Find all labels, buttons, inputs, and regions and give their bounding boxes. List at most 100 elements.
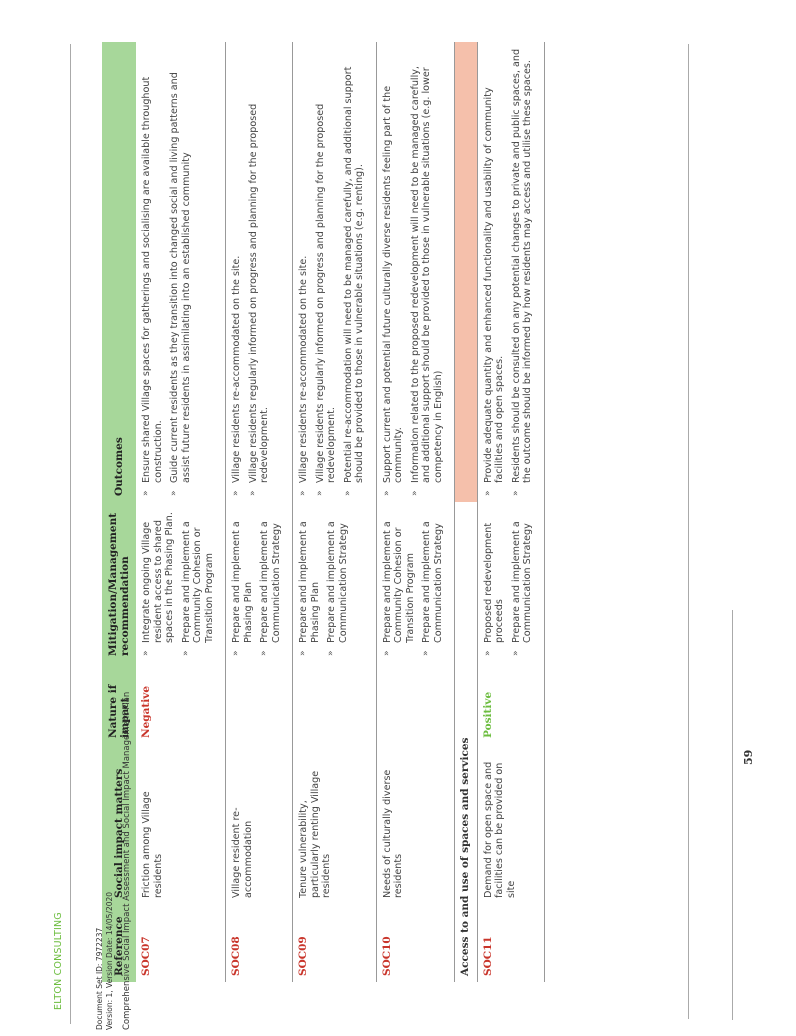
mitigation-list: » Prepare and implement a Phasing Plan»Pr… (298, 508, 349, 656)
row-matter: Village resident re-accommodation (225, 744, 293, 904)
row-outcomes: » Support current and potential future cu… (376, 42, 455, 502)
outcome-text: Village residents regularly informed on … (314, 103, 338, 483)
bullet-marker-icon: » (510, 490, 521, 496)
impact-table: Reference Social impact matters Nature i… (102, 42, 545, 982)
bullet-marker-icon: » (259, 650, 269, 656)
outcome-item: »Potential re-accommodation will need to… (343, 48, 366, 496)
mitigation-list: » Proposed redevelopment proceeds » Prepare… (483, 508, 534, 656)
outcome-item: » Residents should be consulted on any po… (511, 48, 534, 496)
bullet-marker-icon: » (180, 650, 191, 656)
outcome-list: » Ensure shared Village spaces for gather… (141, 48, 192, 496)
row-nature: Negative (136, 662, 226, 744)
row-mitigation: »Integrate ongoing Village resident acce… (136, 502, 226, 662)
row-reference: SOC09 (292, 904, 376, 982)
mitigation-item: » Prepare and implement a Communication S… (511, 508, 534, 656)
mitigation-item: » Prepare and implement a Phasing Plan (298, 508, 321, 656)
row-outcomes: » Ensure shared Village spaces for gather… (136, 42, 226, 502)
row-reference: SOC11 (477, 904, 544, 982)
outcome-text: Potential re-accommodation will need to … (342, 66, 366, 483)
row-outcomes: » Village residents re-accommodated on th… (292, 42, 376, 502)
bullet-marker-icon: » (298, 650, 308, 656)
footer-doc-set-id: Document Set ID: 7972237 (95, 927, 104, 1030)
row-outcomes: » Village residents re-accommodated on th… (225, 42, 293, 502)
mitigation-item: »Prepare and implement a Communication S… (421, 508, 444, 656)
outcome-item: » Village residents regularly informed on… (315, 48, 338, 496)
footer-document-meta: Document Set ID: 7972237 Version: 1, Ver… (95, 892, 115, 1030)
outcome-list: » Village residents re-accommodated on th… (231, 48, 271, 496)
row-outcomes: » Provide adequate quantity and enhanced … (477, 42, 544, 502)
outcome-item: » Guide current residents as they transit… (169, 48, 192, 496)
mitigation-text: Prepare and implement a Phasing Plan (298, 521, 321, 643)
mitigation-item: » Proposed redevelopment proceeds (483, 508, 506, 656)
row-mitigation: » Proposed redevelopment proceeds » Prepare… (477, 502, 544, 662)
header-divider-line (70, 44, 71, 1024)
outcome-item: »Village residents re-accommodated on th… (298, 48, 310, 496)
row-matter: Demand for open space and facilities can… (477, 744, 544, 904)
row-reference: SOC07 (136, 904, 226, 982)
bullet-marker-icon: » (231, 490, 241, 496)
row-mitigation: » Prepare and implement a Community Cohes… (376, 502, 455, 662)
mitigation-item: »Prepare and implement a Communication S… (326, 508, 349, 656)
outcome-text: Provide adequate quantity and enhanced f… (482, 87, 506, 483)
footer-document-title: Comprehensive Social Impact Assessment a… (122, 691, 132, 1030)
bullet-marker-icon: » (482, 650, 493, 656)
mitigation-text: Prepare and implement a Community Cohesi… (381, 521, 416, 643)
row-reference: SOC08 (225, 904, 293, 982)
bullet-marker-icon: » (381, 650, 392, 656)
outcome-item: »Village residents regularly informed on… (248, 48, 271, 496)
bullet-marker-icon: » (314, 490, 325, 496)
outcome-item: »Information related to the proposed red… (410, 48, 445, 496)
row-nature (376, 662, 455, 744)
bullet-marker-icon: » (510, 650, 521, 656)
row-nature (292, 662, 376, 744)
outcome-list: » Village residents re-accommodated on th… (298, 48, 366, 496)
bullet-marker-icon: » (482, 490, 493, 496)
mitigation-item: » Prepare and implement a Communication S… (259, 508, 282, 656)
row-matter: Needs of culturally diverse residents (376, 744, 455, 904)
outcome-text: Village residents re-accommodated on the… (298, 255, 309, 483)
mitigation-text: Proposed redevelopment proceeds (482, 522, 506, 643)
footer-divider-line (732, 610, 733, 1020)
mitigation-item: »Prepare and implement a Community Cohes… (181, 508, 216, 656)
mitigation-text: Prepare and implement a Communication St… (510, 521, 534, 643)
outcome-text: Village residents re-accommodated on the… (231, 255, 242, 483)
outcome-text: Ensure shared Village spaces for gatheri… (141, 76, 164, 483)
row-nature (225, 662, 293, 744)
footer-version: Version: 1, Version Date: 14/05/2020 (105, 891, 114, 1030)
bullet-marker-icon: » (169, 490, 179, 496)
mitigation-item: »Integrate ongoing Village resident acce… (141, 508, 176, 656)
outcome-item: » Ensure shared Village spaces for gather… (141, 48, 164, 496)
header-outcomes: Outcomes (102, 42, 136, 502)
header-mitigation: Mitigation/Management recommendation (102, 502, 136, 662)
impact-table-container: Reference Social impact matters Nature i… (102, 42, 690, 982)
outcome-item: » Provide adequate quantity and enhanced … (483, 48, 506, 496)
mitigation-text: Prepare and implement a Communication St… (259, 521, 282, 643)
section-title: Access to and use of spaces and services (454, 502, 477, 982)
mitigation-list: »Integrate ongoing Village resident acce… (141, 508, 215, 656)
outcome-text: Residents should be consulted on any pot… (510, 48, 534, 483)
bullet-marker-icon: » (381, 490, 392, 496)
outcome-list: » Support current and potential future cu… (382, 48, 445, 496)
row-matter: Tenure vulnerability, particularly renti… (292, 744, 376, 904)
row-mitigation: » Prepare and implement a Phasing Plan» Pr… (225, 502, 293, 662)
outcome-list: » Provide adequate quantity and enhanced … (483, 48, 534, 496)
bullet-marker-icon: » (409, 490, 420, 496)
mitigation-text: Prepare and implement a Phasing Plan (231, 521, 254, 643)
outcome-text: Support current and potential future cul… (381, 85, 405, 483)
outcome-text: Village residents regularly informed on … (247, 103, 271, 483)
outcome-text: Guide current residents as they transiti… (169, 72, 192, 483)
mitigation-list: » Prepare and implement a Phasing Plan» Pr… (231, 508, 282, 656)
brand-logo-text: ELTON CONSULTING (53, 912, 64, 1010)
bullet-marker-icon: » (141, 490, 151, 496)
section-header-row: Access to and use of spaces and services (454, 42, 477, 982)
bullet-marker-icon: » (141, 650, 151, 656)
bullet-marker-icon: » (421, 650, 431, 656)
mitigation-text: Prepare and implement a Communication St… (326, 521, 349, 643)
